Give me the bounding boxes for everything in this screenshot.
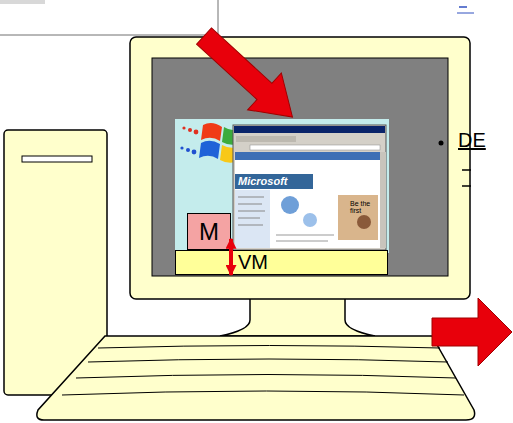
edge-group	[231, 239, 232, 275]
key-row	[98, 346, 440, 349]
monitor-bezel	[130, 37, 470, 299]
nav-line	[238, 211, 265, 212]
nav-line	[238, 225, 263, 226]
dash-mark	[462, 169, 471, 171]
double-arrow	[229, 239, 233, 275]
next-arrow	[432, 298, 512, 366]
nav-line	[238, 218, 260, 219]
window-fragment	[0, 0, 218, 35]
photo-caption: Be the first	[350, 200, 374, 215]
program-box: M	[187, 213, 231, 250]
browser-screenshot	[233, 125, 386, 250]
page-graphic	[281, 196, 299, 214]
browser-window	[233, 125, 386, 250]
dash-mark	[459, 6, 467, 8]
pointer-arrow	[187, 18, 309, 136]
key-row	[62, 391, 464, 395]
logo-trail	[182, 126, 185, 129]
logo-trail	[180, 146, 183, 149]
keyboard	[37, 336, 475, 420]
photo-figure	[357, 215, 371, 229]
logo-trail	[192, 150, 197, 155]
browser-toolbar	[236, 136, 296, 142]
node-label: VM	[238, 251, 268, 274]
drive-slot	[22, 156, 92, 162]
banner-text: Microsoft	[238, 176, 288, 188]
logo-pane	[199, 141, 220, 159]
key-row	[76, 375, 456, 379]
logo-trail	[186, 148, 190, 152]
node-label: M	[199, 218, 219, 246]
desktop-area	[175, 119, 389, 253]
browser-title-bar	[234, 126, 385, 133]
nav-line	[238, 197, 264, 198]
monitor-stand	[220, 297, 375, 336]
page-text-line	[276, 241, 328, 242]
underline-mark	[457, 13, 474, 14]
logo-pane	[201, 123, 222, 141]
scrollbar	[380, 152, 386, 248]
page-header	[235, 152, 380, 160]
bullet-mark	[439, 141, 444, 146]
page-graphic	[303, 213, 317, 227]
page-nav	[235, 190, 270, 248]
page-banner	[235, 174, 313, 189]
logo-trail	[188, 128, 192, 132]
logo-trail	[194, 130, 199, 135]
page-photo	[338, 195, 378, 240]
dash-mark	[462, 185, 471, 187]
screen	[152, 58, 448, 276]
browser-page	[235, 152, 380, 248]
vm-band: VM	[175, 250, 388, 275]
address-bar	[250, 145, 380, 150]
nav-line	[238, 204, 262, 205]
bullet-heading: DE	[458, 130, 486, 151]
window-fragment-bar	[0, 0, 45, 4]
page-text-line	[276, 235, 334, 236]
key-row	[88, 359, 448, 362]
